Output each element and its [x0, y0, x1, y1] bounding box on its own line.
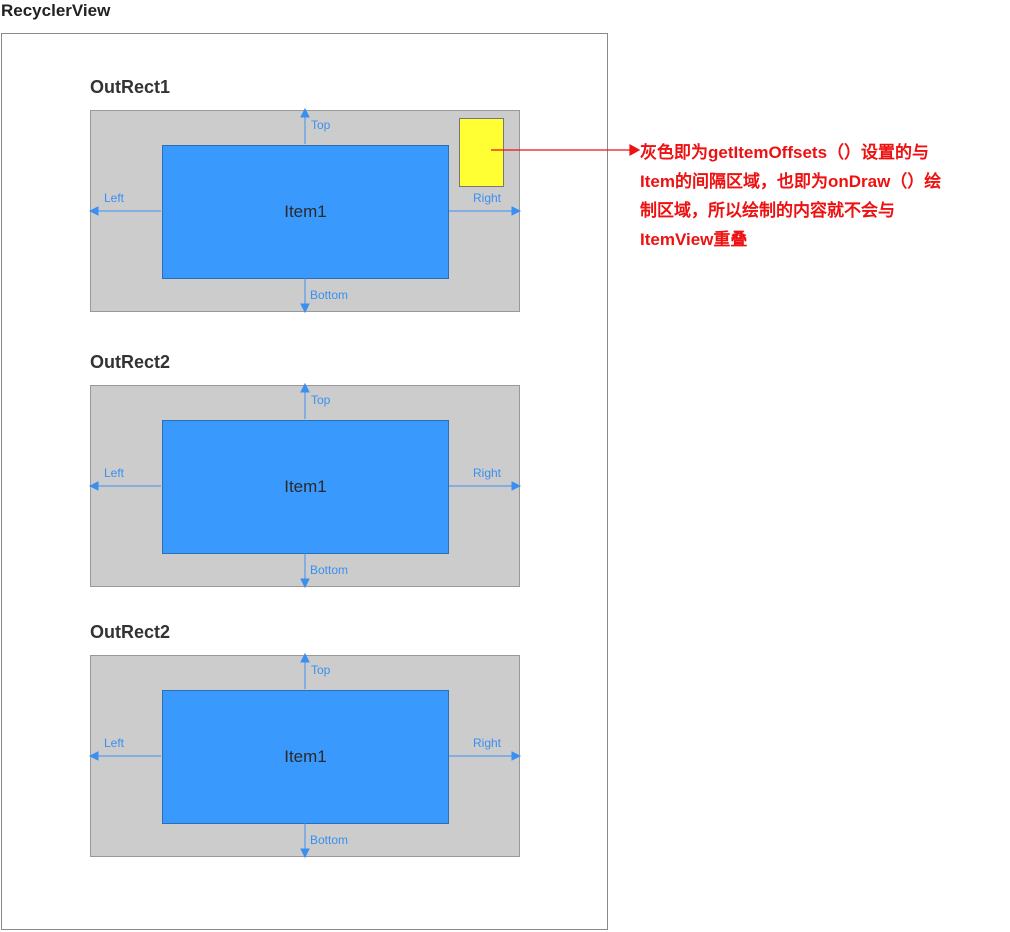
- left-arrowhead-icon: [88, 751, 99, 761]
- item-label: Item1: [284, 202, 327, 221]
- highlight-region: [459, 118, 504, 187]
- top-arrowhead-icon: [300, 107, 310, 118]
- bottom-arrowhead-icon: [300, 303, 310, 314]
- right-label: Right: [473, 466, 502, 480]
- annotation-line-1: 灰色即为getItemOffsets（）设置的与: [640, 143, 930, 162]
- bottom-label: Bottom: [310, 563, 349, 577]
- top-label: Top: [311, 118, 331, 132]
- outrect-title: OutRect1: [90, 77, 171, 97]
- annotation-text: 灰色即为getItemOffsets（）设置的与 Item的间隔区域，也即为on…: [640, 138, 1000, 254]
- left-arrowhead-icon: [88, 481, 99, 491]
- item-label: Item1: [284, 747, 327, 766]
- top-arrowhead-icon: [300, 382, 310, 393]
- annotation-arrowhead-icon: [629, 143, 641, 157]
- outrect-title: OutRect2: [90, 352, 171, 372]
- annotation-line-4: ItemView重叠: [640, 230, 748, 249]
- right-arrowhead-icon: [511, 751, 522, 761]
- top-label: Top: [311, 393, 331, 407]
- bottom-arrowhead-icon: [300, 848, 310, 859]
- left-label: Left: [104, 736, 125, 750]
- right-arrowhead-icon: [511, 206, 522, 216]
- item-box: Item1: [162, 420, 449, 554]
- right-label: Right: [473, 191, 502, 205]
- right-label: Right: [473, 736, 502, 750]
- diagram-title: RecyclerView: [1, 1, 111, 20]
- bottom-label: Bottom: [310, 288, 349, 302]
- item-box: Item1: [162, 145, 449, 279]
- top-arrowhead-icon: [300, 652, 310, 663]
- bottom-label: Bottom: [310, 833, 349, 847]
- right-arrowhead-icon: [511, 481, 522, 491]
- top-label: Top: [311, 663, 331, 677]
- left-arrowhead-icon: [88, 206, 99, 216]
- item-box: Item1: [162, 690, 449, 824]
- item-label: Item1: [284, 477, 327, 496]
- bottom-arrowhead-icon: [300, 578, 310, 589]
- annotation-line-3: 制区域，所以绘制的内容就不会与: [640, 201, 895, 220]
- annotation-line-2: Item的间隔区域，也即为onDraw（）绘: [640, 172, 942, 191]
- left-label: Left: [104, 466, 125, 480]
- left-label: Left: [104, 191, 125, 205]
- recyclerview-frame: [1, 33, 608, 930]
- outrect-title: OutRect2: [90, 622, 171, 642]
